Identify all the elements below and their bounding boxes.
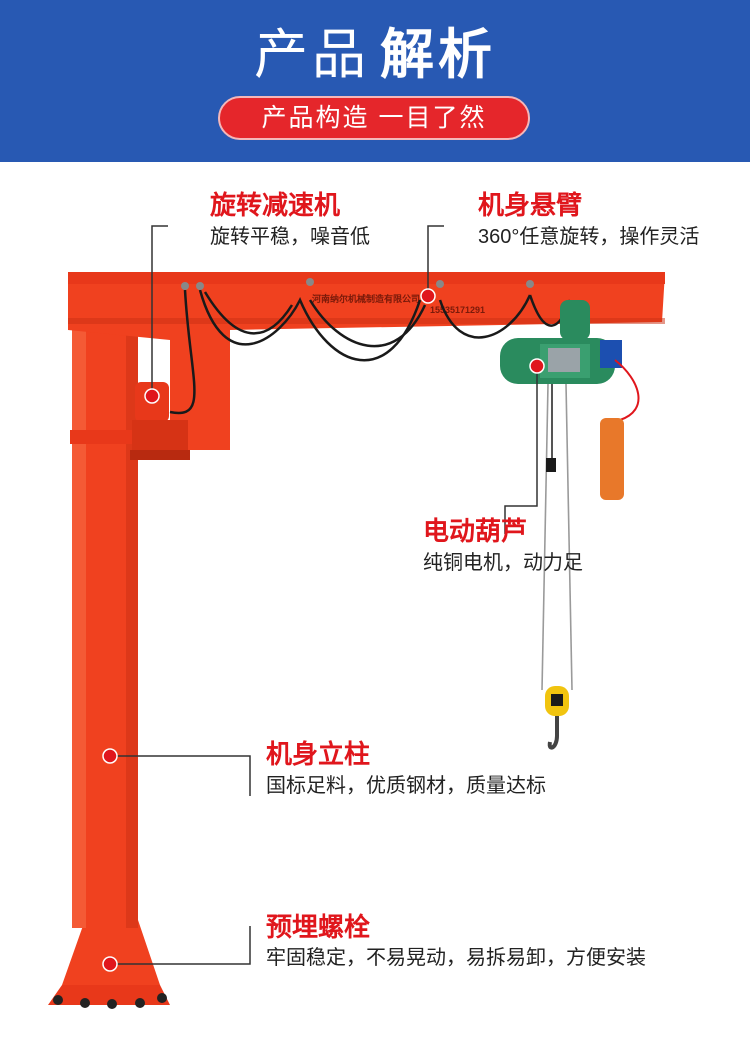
callout-jib-title: 机身悬臂 bbox=[478, 190, 583, 220]
callout-bolts-title: 预埋螺栓 bbox=[266, 912, 371, 942]
callout-hoist-desc: 纯铜电机，动力足 bbox=[423, 552, 583, 574]
power-cables bbox=[169, 289, 572, 415]
subtitle-pill: 产品构造 一目了然 bbox=[218, 96, 530, 140]
crane-plate-text: 河南纳尔机械制造有限公司 bbox=[312, 293, 420, 304]
pendant-control bbox=[600, 418, 624, 500]
hook-block bbox=[545, 686, 569, 750]
callout-hoist-title: 电动葫芦 bbox=[423, 516, 528, 546]
header-banner: 产品解析 产品构造 一目了然 bbox=[0, 0, 750, 162]
jib-crane-illustration: 河南纳尔机械制造有限公司 15535171291 bbox=[48, 225, 665, 1009]
page-title-bold: 解析 bbox=[380, 25, 496, 85]
page-title-thin: 产品 bbox=[254, 25, 370, 85]
callout-bolts-desc: 牢固稳定，不易晃动，易拆易卸，方便安装 bbox=[266, 947, 646, 969]
crane-plate-phone: 15535171291 bbox=[430, 305, 485, 315]
callout-reducer-desc: 旋转平稳，噪音低 bbox=[210, 226, 370, 248]
callout-dots bbox=[102, 288, 545, 972]
page-title: 产品解析 bbox=[0, 22, 750, 88]
callout-reducer-title: 旋转减速机 bbox=[210, 190, 341, 220]
crane-base-cone bbox=[62, 920, 160, 985]
base-bolts bbox=[53, 993, 167, 1009]
callout-column-desc: 国标足料，优质钢材，质量达标 bbox=[266, 775, 546, 797]
pendant-cable bbox=[614, 359, 640, 421]
callout-column-title: 机身立柱 bbox=[266, 739, 371, 769]
callout-leaders bbox=[110, 225, 538, 965]
callout-jib-desc: 360°任意旋转，操作灵活 bbox=[478, 226, 700, 248]
